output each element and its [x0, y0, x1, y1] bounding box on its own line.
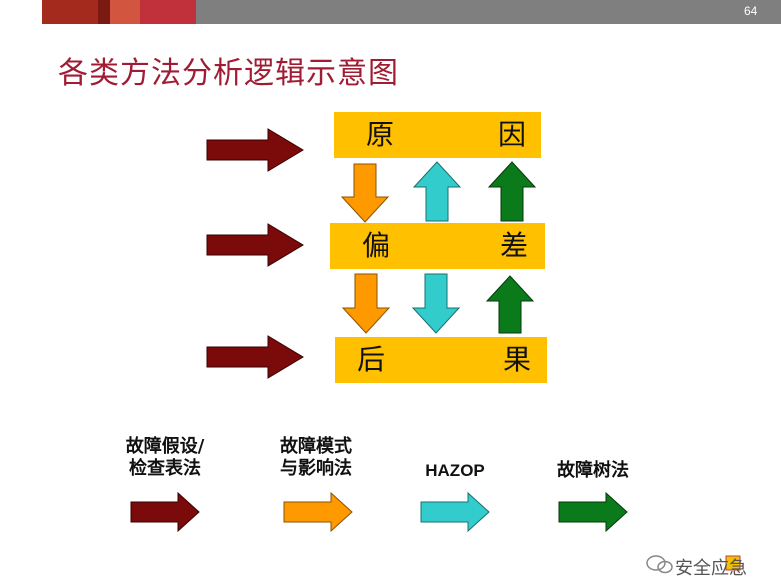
- top-bar: [0, 0, 781, 24]
- legend-label-line: 故障假设/: [125, 436, 205, 457]
- consequence-left-char: 后: [357, 343, 386, 376]
- legend-label-fault-tree: 故障树法: [547, 460, 639, 482]
- legend-label-line: 检查表法: [129, 458, 201, 479]
- legend-arrow-fault-hypothesis: [130, 491, 200, 533]
- deviation-box: 偏 差: [330, 223, 545, 269]
- page-title: 各类方法分析逻辑示意图: [58, 56, 399, 91]
- green-up-arrow-upper: [487, 161, 537, 222]
- deviation-right-char: 差: [500, 229, 529, 262]
- legend-label-fmea: 故障模式 与影响法: [268, 436, 364, 480]
- legend-label-fault-hypothesis: 故障假设/ 检查表法: [116, 436, 214, 480]
- cause-box: 原 因: [334, 112, 541, 158]
- deviation-left-char: 偏: [362, 229, 391, 262]
- legend-label-line: 故障模式: [280, 436, 352, 457]
- legend-label-line: 故障树法: [557, 460, 629, 481]
- cause-right-char: 因: [498, 118, 527, 151]
- watermark-text: 安全应急: [675, 558, 747, 579]
- legend-label-hazop: HAZOP: [410, 460, 500, 482]
- cause-input-arrow: [206, 128, 304, 172]
- cyan-up-arrow-upper: [412, 161, 462, 222]
- page-number: 64: [744, 4, 758, 18]
- watermark-logo-icon: [725, 555, 741, 571]
- consequence-right-char: 果: [503, 343, 532, 376]
- legend-arrow-fmea: [283, 491, 353, 533]
- legend-arrow-hazop: [420, 491, 490, 533]
- consequence-input-arrow: [206, 335, 304, 379]
- top-bar-segment: [110, 0, 140, 24]
- wechat-icon: [646, 555, 673, 574]
- orange-down-arrow-upper: [340, 163, 390, 223]
- orange-down-arrow-lower: [341, 273, 391, 334]
- top-bar-segment: [42, 0, 98, 24]
- legend-arrow-fault-tree: [558, 491, 628, 533]
- top-bar-segment: [98, 0, 110, 24]
- cause-left-char: 原: [366, 118, 395, 151]
- top-bar-segment: [140, 0, 196, 24]
- consequence-box: 后 果: [335, 337, 547, 383]
- deviation-input-arrow: [206, 223, 304, 267]
- top-bar-segment: [196, 0, 781, 24]
- legend-label-line: HAZOP: [425, 461, 485, 480]
- legend-label-line: 与影响法: [280, 458, 352, 479]
- green-up-arrow-lower: [485, 275, 535, 334]
- cyan-down-arrow-lower: [411, 273, 461, 334]
